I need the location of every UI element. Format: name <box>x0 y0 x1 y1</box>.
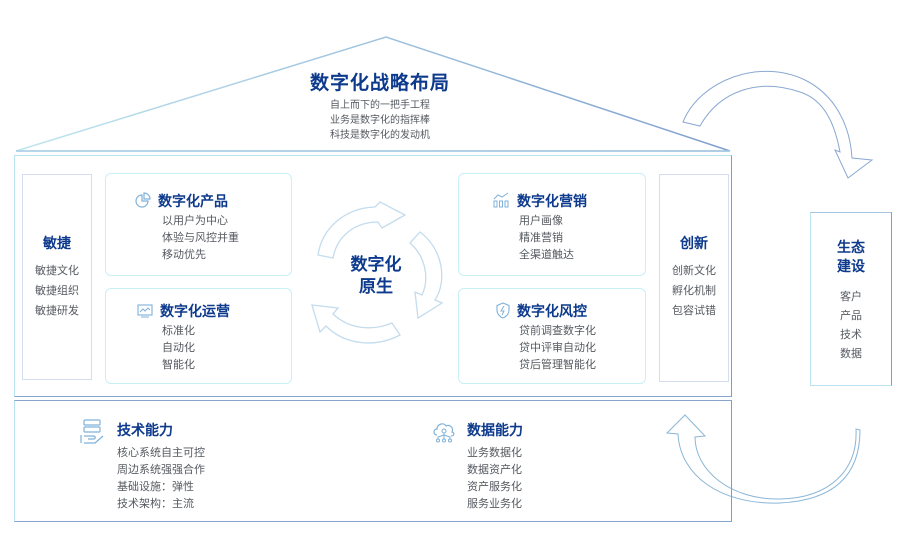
card-digital-risk: 数字化风控 贷前调查数字化 贷中评审自动化 贷后管理智能化 <box>458 288 646 384</box>
agile-title: 敏捷 <box>43 236 71 252</box>
ecosystem-title-line: 建设 <box>837 259 865 275</box>
card-item: 贷后管理智能化 <box>519 358 596 371</box>
curved-arrow-up-icon <box>665 414 861 504</box>
bar-trend-icon <box>493 192 509 208</box>
shield-bolt-icon <box>496 302 510 319</box>
ecosystem-item: 产品 <box>840 309 862 322</box>
ecosystem-item: 数据 <box>840 347 862 360</box>
data-capability-title: 数据能力 <box>467 423 523 439</box>
card-item: 智能化 <box>162 358 195 371</box>
ecosystem-items: 客户 产品 技术 数据 <box>811 287 891 363</box>
curved-arrow-down-icon <box>682 70 874 179</box>
tech-capability-items: 核心系统自主可控 周边系统强强合作 基础设施：弹性 技术架构：主流 <box>117 444 205 512</box>
house-body <box>14 155 732 397</box>
card-item: 精准营销 <box>519 231 563 244</box>
tech-item: 技术架构：主流 <box>117 497 194 510</box>
ecosystem-box: 生态 建设 客户 产品 技术 数据 <box>810 212 892 386</box>
ecosystem-item: 技术 <box>840 328 862 341</box>
agile-pillar: 敏捷 敏捷文化 敏捷组织 敏捷研发 <box>22 174 92 380</box>
card-items: 以用户为中心 体验与风控并重 移动优先 <box>162 212 239 263</box>
strategy-lines: 自上而下的一把手工程 业务是数字化的指挥棒 科技是数字化的发动机 <box>280 98 480 143</box>
data-item: 资产服务化 <box>467 480 522 493</box>
strategy-line: 业务是数字化的指挥棒 <box>330 115 430 126</box>
center-line: 原生 <box>359 277 393 297</box>
agile-item: 敏捷文化 <box>35 264 79 277</box>
center-line: 数字化 <box>350 255 402 275</box>
innovation-item: 包容试错 <box>672 304 716 317</box>
card-item: 体验与风控并重 <box>162 231 239 244</box>
tech-item: 周边系统强强合作 <box>117 463 205 476</box>
card-title: 数字化营销 <box>517 194 587 210</box>
card-item: 标准化 <box>162 324 195 337</box>
data-item: 业务数据化 <box>467 446 522 459</box>
card-digital-operation: 数字化运营 标准化 自动化 智能化 <box>105 288 292 384</box>
strategy-line: 自上而下的一把手工程 <box>330 100 430 111</box>
card-item: 移动优先 <box>162 248 206 261</box>
strategy-line: 科技是数字化的发动机 <box>330 130 430 141</box>
card-item: 以用户为中心 <box>162 214 228 227</box>
card-title: 数字化风控 <box>517 304 587 320</box>
foundation-box: 技术能力 核心系统自主可控 周边系统强强合作 基础设施：弹性 技术架构：主流 数… <box>14 400 732 522</box>
data-item: 数据资产化 <box>467 463 522 476</box>
data-item: 服务业务化 <box>467 497 522 510</box>
server-hand-icon <box>80 419 104 444</box>
strategy-title: 数字化战略布局 <box>309 72 450 94</box>
agile-item: 敏捷组织 <box>35 284 79 297</box>
cloud-network-icon <box>433 423 455 443</box>
data-capability-items: 业务数据化 数据资产化 资产服务化 服务业务化 <box>467 444 522 512</box>
card-title: 数字化运营 <box>160 304 230 320</box>
card-item: 贷前调查数字化 <box>519 324 596 337</box>
card-digital-product: 数字化产品 以用户为中心 体验与风控并重 移动优先 <box>105 173 292 276</box>
card-items: 标准化 自动化 智能化 <box>162 322 195 373</box>
card-item: 贷中评审自动化 <box>519 341 596 354</box>
ecosystem-title: 生态 建设 <box>811 239 891 277</box>
card-items: 用户画像 精准营销 全渠道触达 <box>519 212 574 263</box>
innovation-items: 创新文化 孵化机制 包容试错 <box>660 261 728 321</box>
card-items: 贷前调查数字化 贷中评审自动化 贷后管理智能化 <box>519 322 596 373</box>
innovation-pillar: 创新 创新文化 孵化机制 包容试错 <box>659 174 729 382</box>
card-item: 全渠道触达 <box>519 248 574 261</box>
cycle-arrows-icon <box>311 201 444 344</box>
monitor-chart-icon <box>137 304 153 318</box>
tech-capability-title: 技术能力 <box>117 423 173 439</box>
innovation-item: 创新文化 <box>672 264 716 277</box>
ecosystem-item: 客户 <box>840 290 862 303</box>
tech-item: 核心系统自主可控 <box>117 446 205 459</box>
digital-native-label: 数字化 原生 <box>330 254 422 298</box>
card-title: 数字化产品 <box>158 194 228 210</box>
ecosystem-title-line: 生态 <box>837 240 865 256</box>
card-item: 用户画像 <box>519 214 563 227</box>
innovation-title: 创新 <box>680 236 708 252</box>
card-digital-marketing: 数字化营销 用户画像 精准营销 全渠道触达 <box>458 173 646 276</box>
agile-item: 敏捷研发 <box>35 304 79 317</box>
pie-chart-icon <box>135 192 151 208</box>
card-item: 自动化 <box>162 341 195 354</box>
tech-item: 基础设施：弹性 <box>117 480 194 493</box>
agile-items: 敏捷文化 敏捷组织 敏捷研发 <box>23 261 91 321</box>
innovation-item: 孵化机制 <box>672 284 716 297</box>
